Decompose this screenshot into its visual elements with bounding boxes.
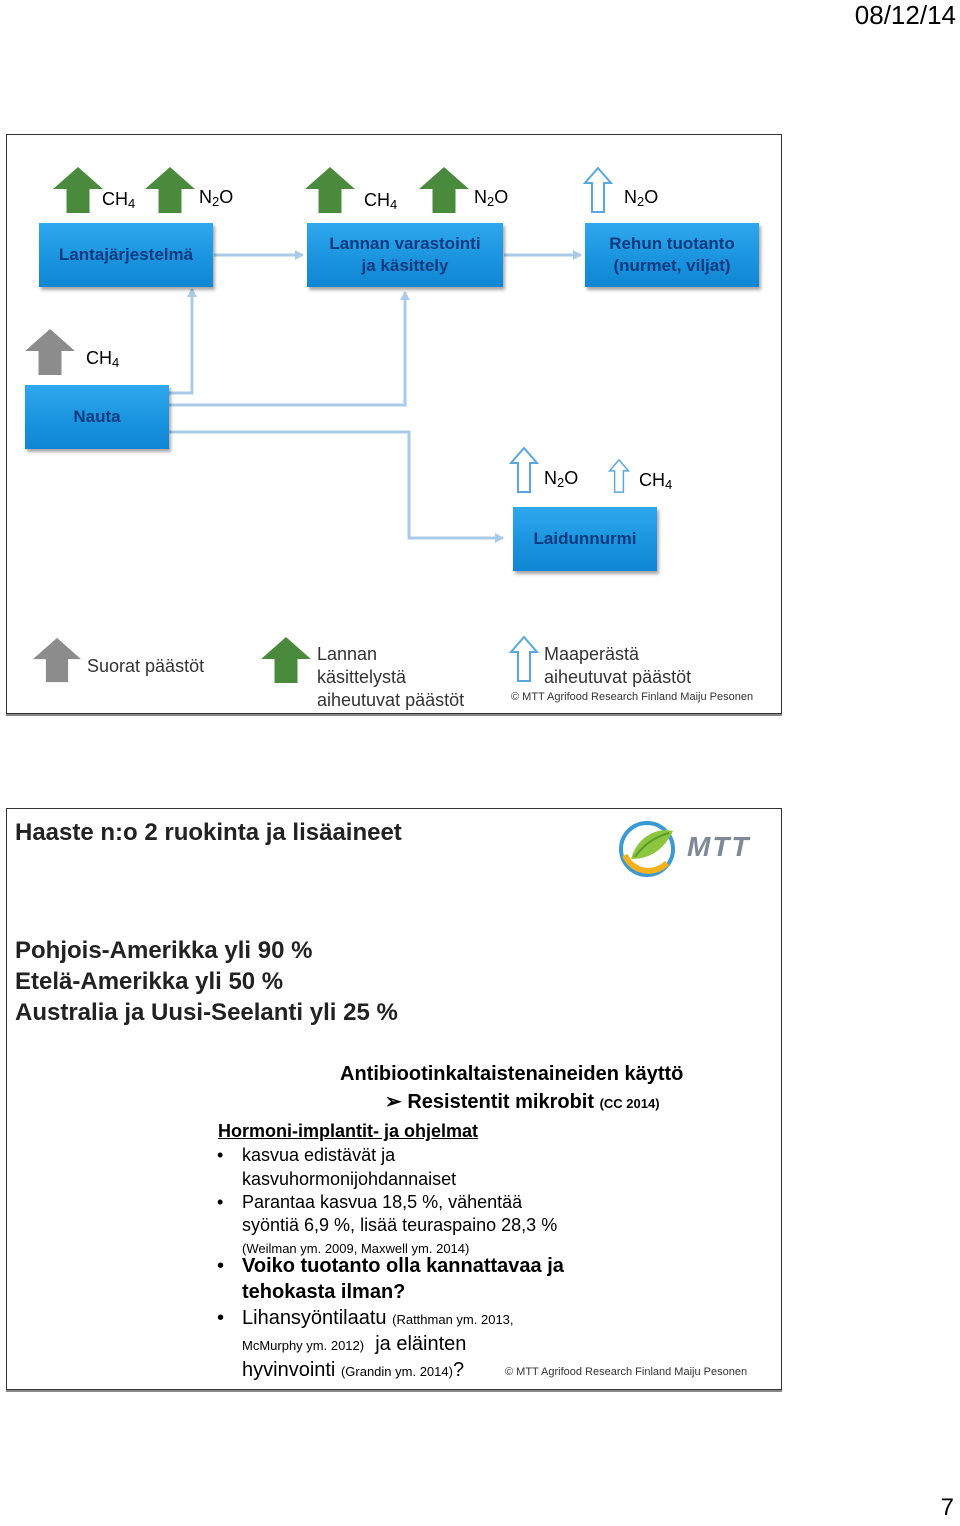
date-label: 08/12/14 [854,0,956,30]
legend-manure-label: Lannan käsittelystä aiheutuvat päästöt [317,644,465,710]
connector-nauta-varastointi [166,291,410,407]
gas-label-ch4: CH4 [364,190,398,212]
rehun-tuotanto-box: Rehun tuotanto(nurmet, viljat) [585,223,759,287]
manure-emission-arrow-icon [53,167,103,213]
copyright-label: © MTT Agrifood Research Finland Maiju Pe… [505,1366,748,1378]
manure-emission-arrow-icon [305,167,355,213]
nauta-box: Nauta [25,385,169,449]
legend-direct-label: Suorat päästöt [87,656,205,676]
hormone-heading: Hormoni-implantit- ja ohjelmat [218,1121,479,1141]
soil-emission-arrow-icon [584,167,612,213]
gas-label-ch4: CH4 [639,470,673,492]
gas-label-n2o: N2O [199,187,234,209]
slide-title: Haaste n:o 2 ruokinta ja lisäaineet [15,819,402,846]
mtt-logo-text: MTT [687,831,751,862]
legend-soil-arrow-icon [509,635,539,683]
laidunnurmi-box: Laidunnurmi [513,507,657,571]
copyright-label: © MTT Agrifood Research Finland Maiju Pe… [511,691,754,703]
connector-lines [25,167,630,683]
usage-statistics: Pohjois-Amerikka yli 90 % Etelä-Amerikka… [15,935,398,1028]
arrow-bullet-icon: ➢ [385,1091,402,1113]
soil-emission-arrow-icon [608,459,630,493]
emission-diagram-slide: CH4 N2O CH4 N2O N2O CH4 N2O CH4 Lantajär… [6,134,782,714]
soil-emission-arrow-icon [510,447,538,493]
gas-label-n2o: N2O [474,187,509,209]
gas-label-ch4: CH4 [102,189,136,211]
stat-line: Australia ja Uusi-Seelanti yli 25 % [15,999,398,1026]
feeding-additives-slide: Haaste n:o 2 ruokinta ja lisäaineet MTT … [6,808,782,1390]
legend-manure-arrow-icon [261,637,311,683]
mtt-logo-icon [619,821,675,877]
antibiotics-heading: Antibiootinkaltaistenaineiden käyttö [340,1063,684,1085]
page-number: 7 [940,1494,954,1521]
mtt-logo: MTT [617,819,767,879]
resistant-microbes: ➢ Resistentit mikrobit (CC 2014) [385,1091,660,1113]
lantajarjestelma-box: Lantajärjestelmä [39,223,213,287]
gas-label-n2o: N2O [624,187,659,209]
stat-line: Etelä-Amerikka yli 50 % [15,968,284,995]
connector-nauta-lanta [166,288,197,395]
connector-nauta-laidunnurmi [166,430,504,543]
gas-label-n2o: N2O [544,468,579,490]
manure-emission-arrow-icon [419,167,469,213]
legend-soil-label: Maaperästä aiheutuvat päästöt [544,644,692,687]
direct-emission-arrow-icon [25,329,75,375]
manure-emission-arrow-icon [145,167,195,213]
stat-line: Pohjois-Amerikka yli 90 % [15,937,313,964]
gas-label-ch4: CH4 [86,348,120,370]
legend-direct-arrow-icon [33,637,81,683]
